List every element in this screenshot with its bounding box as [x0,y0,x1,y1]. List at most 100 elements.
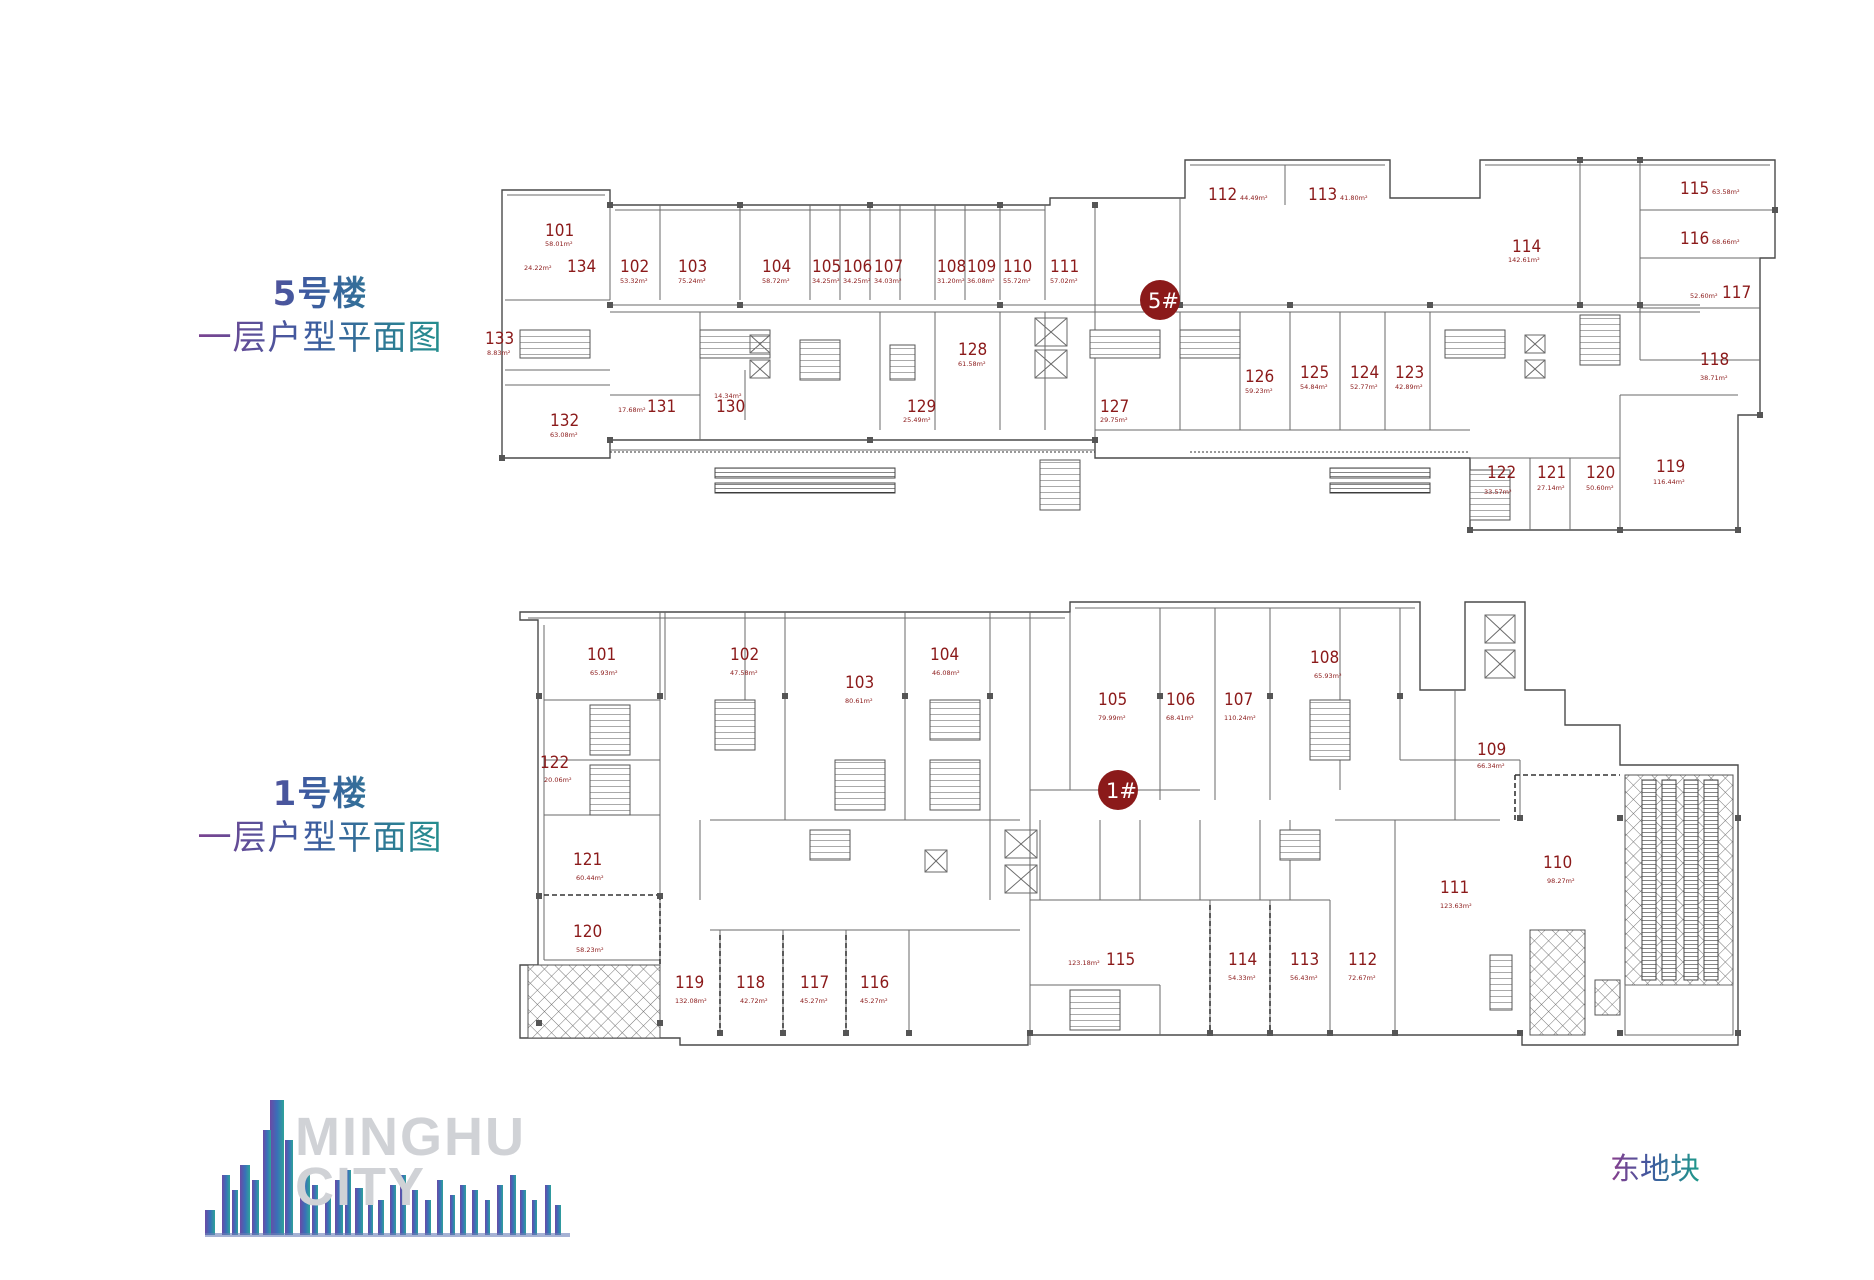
svg-text:68.66m²: 68.66m² [1712,238,1740,246]
logo-line1: MINGHU [295,1107,526,1167]
svg-text:41.80m²: 41.80m² [1340,194,1368,202]
svg-text:58.72m²: 58.72m² [762,277,790,285]
svg-text:129: 129 [907,397,936,417]
svg-text:117: 117 [1722,283,1751,303]
svg-text:50.60m²: 50.60m² [1586,484,1614,492]
svg-text:110: 110 [1003,257,1032,277]
svg-text:102: 102 [730,645,759,665]
svg-text:53.32m²: 53.32m² [620,277,648,285]
svg-text:121: 121 [1537,463,1566,483]
svg-text:65.93m²: 65.93m² [1314,672,1342,680]
svg-text:114: 114 [1512,237,1541,257]
svg-text:105: 105 [1098,690,1127,710]
svg-text:142.61m²: 142.61m² [1508,256,1540,264]
svg-text:45.27m²: 45.27m² [800,997,828,1005]
svg-text:102: 102 [620,257,649,277]
svg-text:52.77m²: 52.77m² [1350,383,1378,391]
building1-heading: 1号楼 一层户型平面图 [170,772,470,860]
svg-text:59.23m²: 59.23m² [1245,387,1273,395]
svg-text:36.08m²: 36.08m² [967,277,995,285]
svg-text:113: 113 [1290,950,1319,970]
svg-text:72.67m²: 72.67m² [1348,974,1376,982]
svg-text:112: 112 [1208,185,1237,205]
svg-text:56.43m²: 56.43m² [1290,974,1318,982]
svg-text:117: 117 [800,973,829,993]
svg-text:130: 130 [716,397,745,417]
building1-badge-text: 1# [1106,779,1137,803]
svg-text:101: 101 [545,221,574,241]
svg-text:17.68m²: 17.68m² [618,406,646,414]
svg-text:14.34m²: 14.34m² [714,392,742,400]
svg-text:123.63m²: 123.63m² [1440,902,1472,910]
svg-text:34.25m²: 34.25m² [843,277,871,285]
b1-unit-108: 108 65.93m² [1310,648,1342,680]
svg-text:126: 126 [1245,367,1274,387]
svg-text:124: 124 [1350,363,1379,383]
svg-text:108: 108 [937,257,966,277]
svg-text:63.08m²: 63.08m² [550,431,578,439]
svg-text:119: 119 [1656,457,1685,477]
svg-text:60.44m²: 60.44m² [576,874,604,882]
svg-text:66.34m²: 66.34m² [1477,762,1505,770]
svg-text:104: 104 [762,257,791,277]
logo-line2: CITY [295,1157,426,1217]
svg-text:123: 123 [1395,363,1424,383]
svg-text:132: 132 [550,411,579,431]
svg-text:118: 118 [1700,350,1729,370]
svg-text:123.18m²: 123.18m² [1068,959,1100,967]
svg-text:106: 106 [843,257,872,277]
svg-text:57.02m²: 57.02m² [1050,277,1078,285]
svg-text:44.49m²: 44.49m² [1240,194,1268,202]
svg-text:132.08m²: 132.08m² [675,997,707,1005]
svg-text:134: 134 [567,257,596,277]
minghu-city-logo: MINGHU CITY [205,1100,570,1237]
svg-text:116: 116 [1680,229,1709,249]
svg-text:111: 111 [1440,878,1469,898]
svg-text:25.49m²: 25.49m² [903,416,931,424]
building1-subtitle: 一层户型平面图 [170,816,470,860]
svg-text:29.75m²: 29.75m² [1100,416,1128,424]
svg-text:31.20m²: 31.20m² [937,277,965,285]
building5-heading: 5号楼 一层户型平面图 [170,272,470,360]
svg-text:42.89m²: 42.89m² [1395,383,1423,391]
svg-text:55.72m²: 55.72m² [1003,277,1031,285]
svg-text:106: 106 [1166,690,1195,710]
svg-text:120: 120 [573,922,602,942]
svg-text:108: 108 [1310,648,1339,668]
svg-text:54.84m²: 54.84m² [1300,383,1328,391]
building1-title: 1号楼 [170,772,470,816]
svg-text:127: 127 [1100,397,1129,417]
svg-text:118: 118 [736,973,765,993]
